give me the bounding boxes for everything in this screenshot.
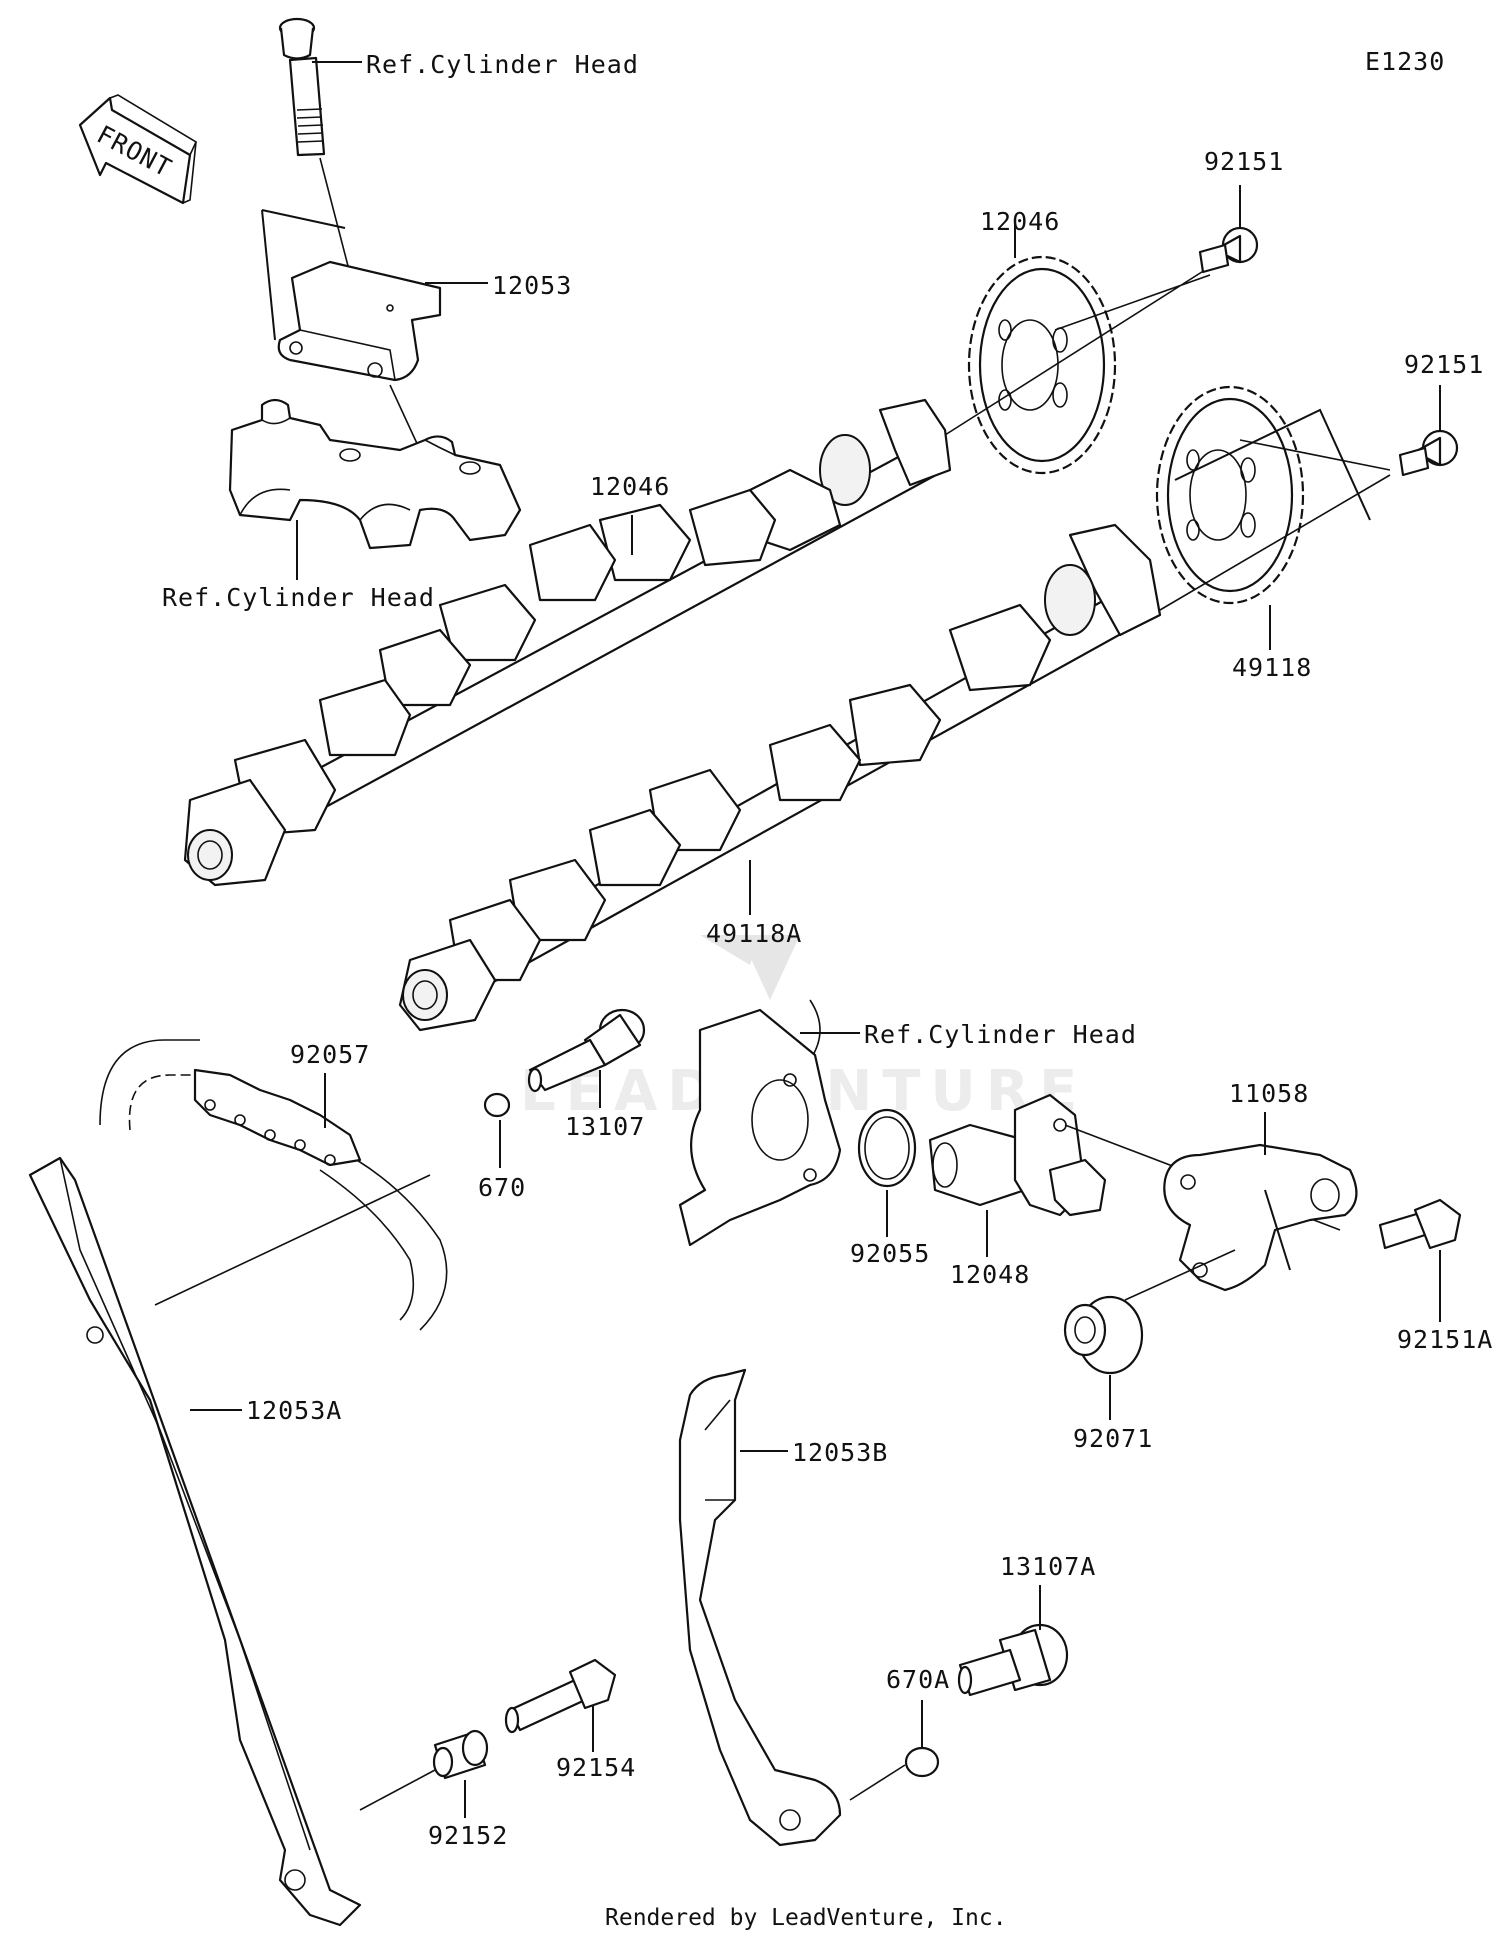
callout-92154: 92154 xyxy=(556,1753,636,1782)
callout-ref-cyl-head-mid: Ref.Cylinder Head xyxy=(864,1020,1137,1049)
tensioner-plate-11058 xyxy=(1163,1143,1358,1292)
cam-sprocket-upper-12046 xyxy=(967,255,1117,475)
timing-chain-92057 xyxy=(99,1039,448,1331)
callout-11058: 11058 xyxy=(1229,1079,1309,1108)
callout-670A: 670A xyxy=(886,1665,950,1694)
sprocket-bolt-upper xyxy=(1198,226,1259,274)
callout-12048: 12048 xyxy=(950,1260,1030,1289)
chain-guide-12053A xyxy=(28,1156,362,1927)
callout-ref-cyl-head-top: Ref.Cylinder Head xyxy=(366,50,639,79)
callout-92151-right: 92151 xyxy=(1404,350,1484,379)
callout-92057: 92057 xyxy=(290,1040,370,1069)
collar-92152 xyxy=(432,1729,489,1780)
render-credit: Rendered by LeadVenture, Inc. xyxy=(605,1905,1007,1931)
gasket-92055 xyxy=(857,1108,917,1188)
callout-12046-top: 12046 xyxy=(980,207,1060,236)
o-ring-670 xyxy=(483,1092,511,1118)
guide-bolt-13107A xyxy=(957,1623,1069,1697)
cylinder-head-bolt xyxy=(278,17,326,157)
callout-ref-cyl-head-left: Ref.Cylinder Head xyxy=(162,583,435,612)
callout-13107: 13107 xyxy=(565,1112,645,1141)
callout-92055: 92055 xyxy=(850,1239,930,1268)
o-ring-670A xyxy=(904,1746,940,1778)
callout-12053: 12053 xyxy=(492,271,572,300)
camshaft-lower-49118A xyxy=(398,523,1162,1032)
callout-49118: 12046 xyxy=(590,472,670,501)
callout-49118A: 49118A xyxy=(706,919,802,948)
guide-bolt-92154 xyxy=(504,1658,617,1734)
guide-bolt-13107 xyxy=(527,1008,646,1093)
plate-bolt-92151A xyxy=(1378,1198,1462,1250)
washer-92071 xyxy=(1063,1295,1144,1375)
callout-92151-top: 92151 xyxy=(1204,147,1284,176)
diagram-code: E1230 xyxy=(1365,47,1445,76)
chain-guide-12053B xyxy=(678,1368,842,1847)
sprocket-bolt-lower xyxy=(1398,429,1459,477)
callout-12053B: 12053B xyxy=(792,1438,888,1467)
callout-92071: 92071 xyxy=(1073,1424,1153,1453)
front-arrow-icon: FRONT xyxy=(78,94,198,205)
callout-92152: 92152 xyxy=(428,1821,508,1850)
cylinder-head-tensioner-mount xyxy=(678,999,842,1247)
callout-12053A: 12053A xyxy=(246,1396,342,1425)
cam-sprocket-lower-12046 xyxy=(1155,385,1305,605)
callout-670: 670 xyxy=(478,1173,526,1202)
callout-92151A: 92151A xyxy=(1397,1325,1493,1354)
chain-tensioner-12048 xyxy=(928,1093,1107,1217)
cam-holder xyxy=(228,398,522,550)
callout-13107A: 13107A xyxy=(1000,1552,1096,1581)
camshaft-upper-49118 xyxy=(183,398,952,887)
cam-holder-bracket-12053 xyxy=(277,260,442,382)
callout-12046-right: 49118 xyxy=(1232,653,1312,682)
